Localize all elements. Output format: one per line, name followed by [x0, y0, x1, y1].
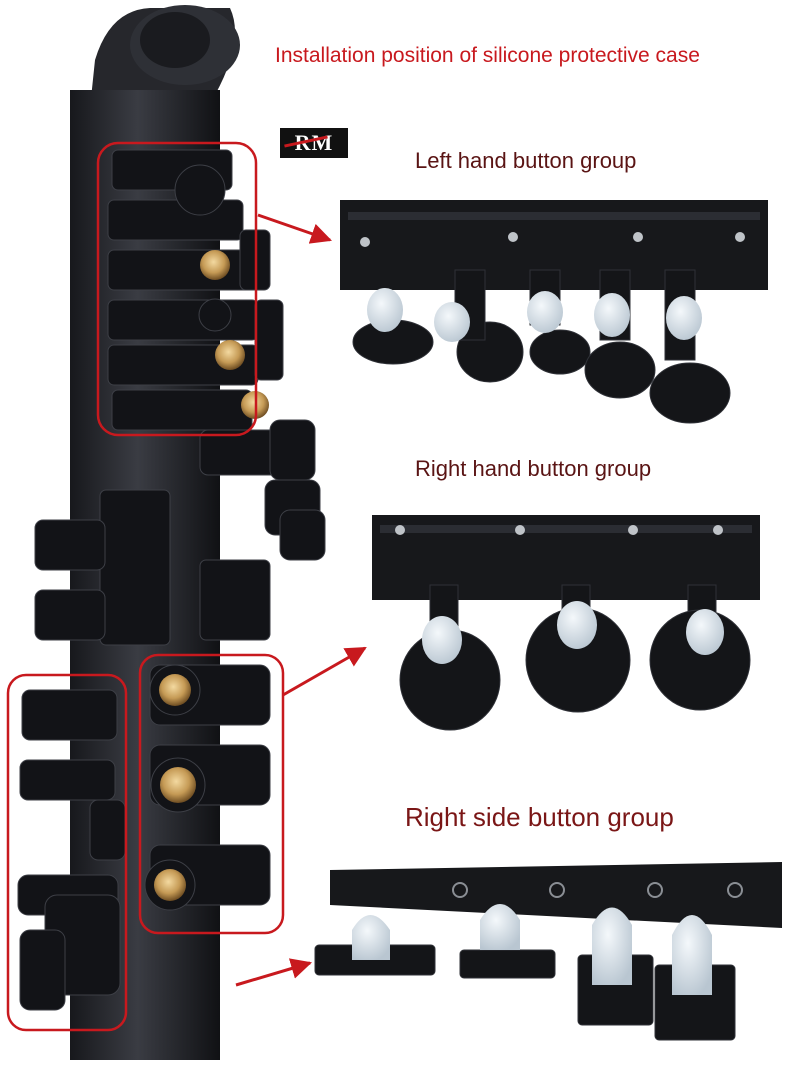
left-hand-part [340, 200, 768, 424]
right-side-part [314, 862, 782, 1041]
gold-key-2 [215, 340, 245, 370]
brand-logo: RM [280, 128, 348, 158]
middle-key-stack [34, 419, 326, 646]
arrow-right-hand [282, 646, 367, 697]
label-left-hand-group: Left hand button group [415, 148, 637, 173]
gold-key-5 [160, 767, 196, 803]
arrow-left-hand [257, 213, 332, 244]
lower-left-key-stack [17, 689, 126, 1011]
gold-key-4 [159, 674, 191, 706]
outline-right-side [6, 673, 128, 1032]
page-title: Installation position of silicone protec… [275, 44, 700, 67]
upper-key-stack [107, 149, 284, 431]
label-right-hand-group: Right hand button group [415, 456, 652, 481]
arrow-right-side [235, 958, 313, 987]
label-right-side-group: Right side button group [405, 802, 674, 832]
gold-key-1 [200, 250, 230, 280]
outline-right-hand [138, 653, 285, 935]
right-hand-part [372, 515, 760, 731]
outline-left-hand [96, 141, 258, 437]
highlight-outlines [6, 141, 285, 1032]
pointer-arrows [235, 213, 367, 987]
gold-key-6 [154, 869, 186, 901]
